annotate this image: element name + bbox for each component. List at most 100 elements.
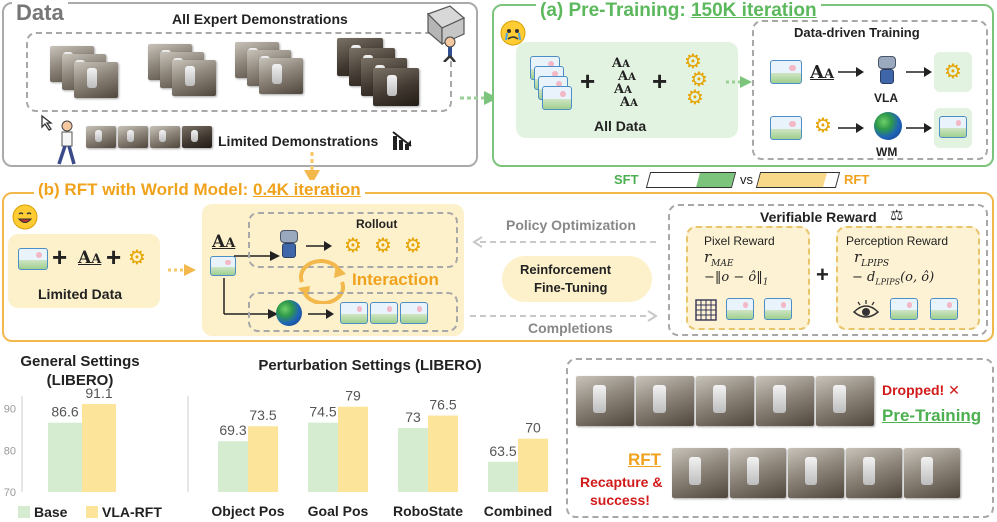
robot-arm-icon: ⚙ <box>374 235 392 257</box>
y-tick-label: 70 <box>4 487 16 499</box>
vla-robot-icon <box>874 56 898 86</box>
interaction-label: Interaction <box>352 270 439 289</box>
bar-value-label: 79 <box>345 388 361 404</box>
wm-label: WM <box>876 145 898 159</box>
demo-photo <box>373 68 419 106</box>
image-icon <box>370 302 398 324</box>
plus-sign: + <box>652 66 668 96</box>
demo-photo <box>259 58 303 94</box>
legend-rft-label: VLA-RFT <box>102 504 162 520</box>
bar <box>248 426 278 492</box>
rl-line2: Fine-Tuning <box>534 280 608 295</box>
robot-arm-icon: ⚙ <box>814 115 832 137</box>
perception-reward-label: Perception Reward <box>846 234 949 248</box>
robot-arm-icon: ⚙ <box>686 87 704 109</box>
text-icon: AA <box>212 232 236 252</box>
robot-arm-icon: ⚙ <box>128 247 146 269</box>
image-icon <box>400 302 428 324</box>
limited-demo-photo <box>182 126 212 148</box>
y-tick-label: 80 <box>4 445 16 457</box>
bar-value-label: 73 <box>405 409 421 425</box>
y-tick-label: 90 <box>4 404 16 416</box>
rft-frame <box>730 448 786 498</box>
vs-label: vs <box>740 172 753 187</box>
rft-frame <box>904 448 960 498</box>
policy-optimization-arrow <box>472 236 660 248</box>
image-icon <box>939 116 967 138</box>
limited-to-interaction-arrow <box>168 264 196 276</box>
recapture-line2: success! <box>590 492 650 508</box>
rft-panel <box>2 192 994 342</box>
rft-frame <box>846 448 902 498</box>
pretrain-frame <box>636 376 694 426</box>
pretrain-frame <box>696 376 754 426</box>
image-icon <box>890 298 918 320</box>
perturb-chart-title: Perturbation Settings (LIBERO) <box>258 357 481 374</box>
verifiable-reward-box <box>668 204 988 336</box>
bar <box>338 406 368 492</box>
pixel-reward-formula: −‖o − ô‖1 <box>704 270 769 288</box>
walking-person-icon <box>57 120 76 165</box>
image-icon <box>770 60 802 84</box>
perturbation-settings-chart: Perturbation Settings (LIBERO) 69.373.5O… <box>187 357 552 519</box>
image-icon <box>770 116 802 140</box>
bar <box>82 403 116 492</box>
limited-data-box <box>8 234 160 308</box>
person-carrying-data-icon <box>426 5 466 62</box>
rft-frame <box>788 448 844 498</box>
image-icon <box>340 302 368 324</box>
scale-icon: ⚖ <box>890 207 904 224</box>
category-label: RoboState <box>393 503 463 519</box>
limited-demo-photo <box>150 126 180 148</box>
pixel-grid-icon <box>695 299 717 321</box>
all-data-label: All Data <box>594 118 647 134</box>
robot-arm-icon: ⚙ <box>944 61 962 83</box>
verifiable-reward-label: Verifiable Reward <box>760 209 877 225</box>
bar <box>48 422 82 492</box>
text-icon: AA <box>810 62 835 83</box>
plus-sign: + <box>816 262 829 287</box>
arrow-icon <box>306 241 332 251</box>
limited-data-label: Limited Data <box>38 286 123 302</box>
rollout-label: Rollout <box>356 217 398 231</box>
category-label: Combined <box>484 503 552 519</box>
crying-face-icon <box>500 20 526 46</box>
decrease-chart-icon <box>392 131 412 150</box>
laughing-face-icon <box>12 204 38 230</box>
all-demos-label: All Expert Demonstrations <box>172 11 348 27</box>
world-model-globe-icon <box>874 112 902 140</box>
data-panel-title: Data <box>12 0 68 26</box>
perception-reward-symbol: rLPIPS <box>854 248 889 269</box>
robot-arm-icon: ⚙ <box>684 51 702 73</box>
data-driven-training-box <box>752 20 988 160</box>
rft-bar <box>755 172 841 188</box>
image-stack-icon <box>542 86 572 110</box>
bar-value-label: 74.5 <box>309 404 336 420</box>
robot-arm-icon: ⚙ <box>404 235 422 257</box>
image-icon <box>210 256 236 276</box>
expert-demos-box <box>26 32 452 112</box>
rft-bar-fill <box>757 173 828 187</box>
pretrain-frame <box>816 376 874 426</box>
arrow-icon <box>906 67 932 77</box>
dropped-label: Dropped! ✕ <box>882 382 960 398</box>
completions-label: Completions <box>528 320 613 336</box>
rl-finetuning-box <box>502 256 652 302</box>
pretraining-title: (a) Pre-Training: 150K iteration <box>536 0 821 22</box>
limited-demo-photo <box>118 126 148 148</box>
world-model-globe-icon <box>276 300 302 326</box>
rft-frame <box>672 448 728 498</box>
all-data-to-training-arrow <box>726 76 752 88</box>
demo-photo <box>172 60 216 96</box>
pretraining-title-prefix: (a) Pre-Training: <box>540 0 686 21</box>
image-icon <box>726 298 754 320</box>
general-chart-title-line1: General Settings <box>20 353 139 370</box>
text-stack-icon: AA AA AA AA <box>612 56 638 110</box>
rft-iterations: 0.4K iteration <box>253 180 361 199</box>
completions-arrow <box>470 310 658 322</box>
arrow-icon <box>906 123 932 133</box>
image-icon <box>930 298 958 320</box>
text-icon: AA <box>78 248 102 268</box>
sft-bar <box>645 172 737 188</box>
